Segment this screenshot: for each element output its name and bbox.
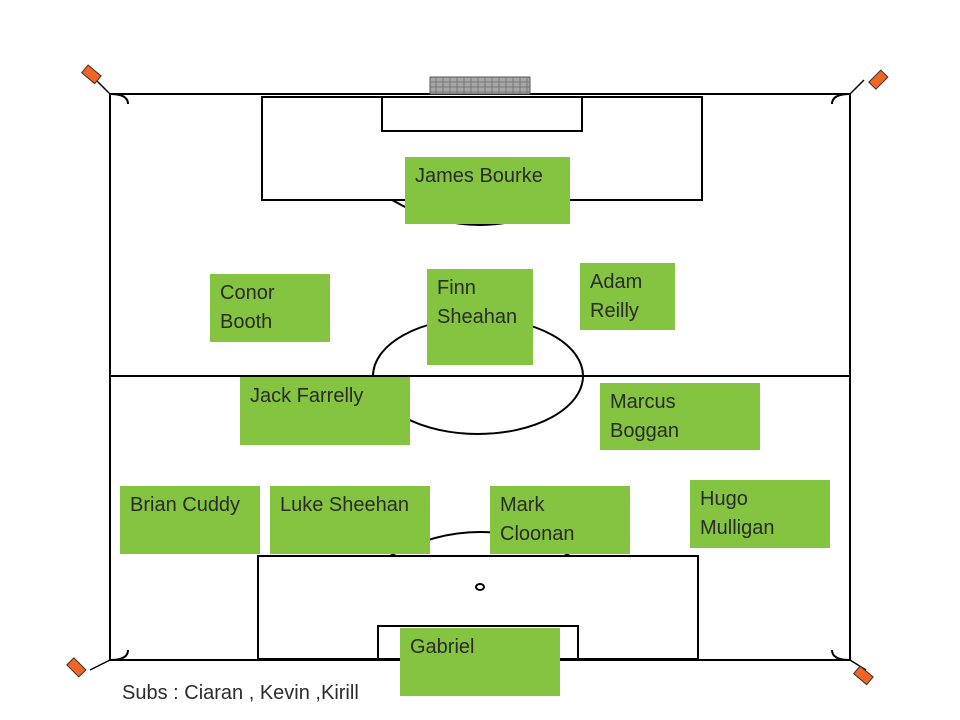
corner-arc-bl	[109, 649, 129, 661]
player-mark-cloonan: Mark Cloonan	[490, 486, 630, 554]
player-jack-farrelly: Jack Farrelly	[240, 377, 410, 445]
corner-flag-icon-bl	[66, 657, 111, 678]
corner-flag-icon-tl	[80, 64, 111, 95]
player-brian-cuddy: Brian Cuddy	[120, 486, 260, 554]
player-conor-booth: Conor Booth	[210, 274, 330, 342]
player-hugo-mulligan: Hugo Mulligan	[690, 480, 830, 548]
corner-arc-tr	[831, 93, 851, 105]
player-marcus-boggan: Marcus Boggan	[600, 383, 760, 450]
subs-list: Subs : Ciaran , Kevin ,Kirill	[122, 682, 359, 704]
player-adam-reilly: Adam Reilly	[580, 263, 675, 330]
penalty-spot	[475, 583, 485, 591]
player-james-bourke: James Bourke	[405, 157, 570, 224]
top-goal-area	[381, 96, 583, 132]
player-luke-sheehan: Luke Sheehan	[270, 486, 430, 554]
corner-flag-icon-tr	[849, 69, 889, 95]
corner-arc-tl	[109, 93, 129, 105]
corner-arc-br	[831, 649, 851, 661]
player-gabriel: Gabriel	[400, 628, 560, 696]
goal-net-icon	[429, 76, 531, 95]
player-finn-sheahan: Finn Sheahan	[427, 269, 533, 365]
corner-flag-icon-br	[849, 659, 874, 686]
